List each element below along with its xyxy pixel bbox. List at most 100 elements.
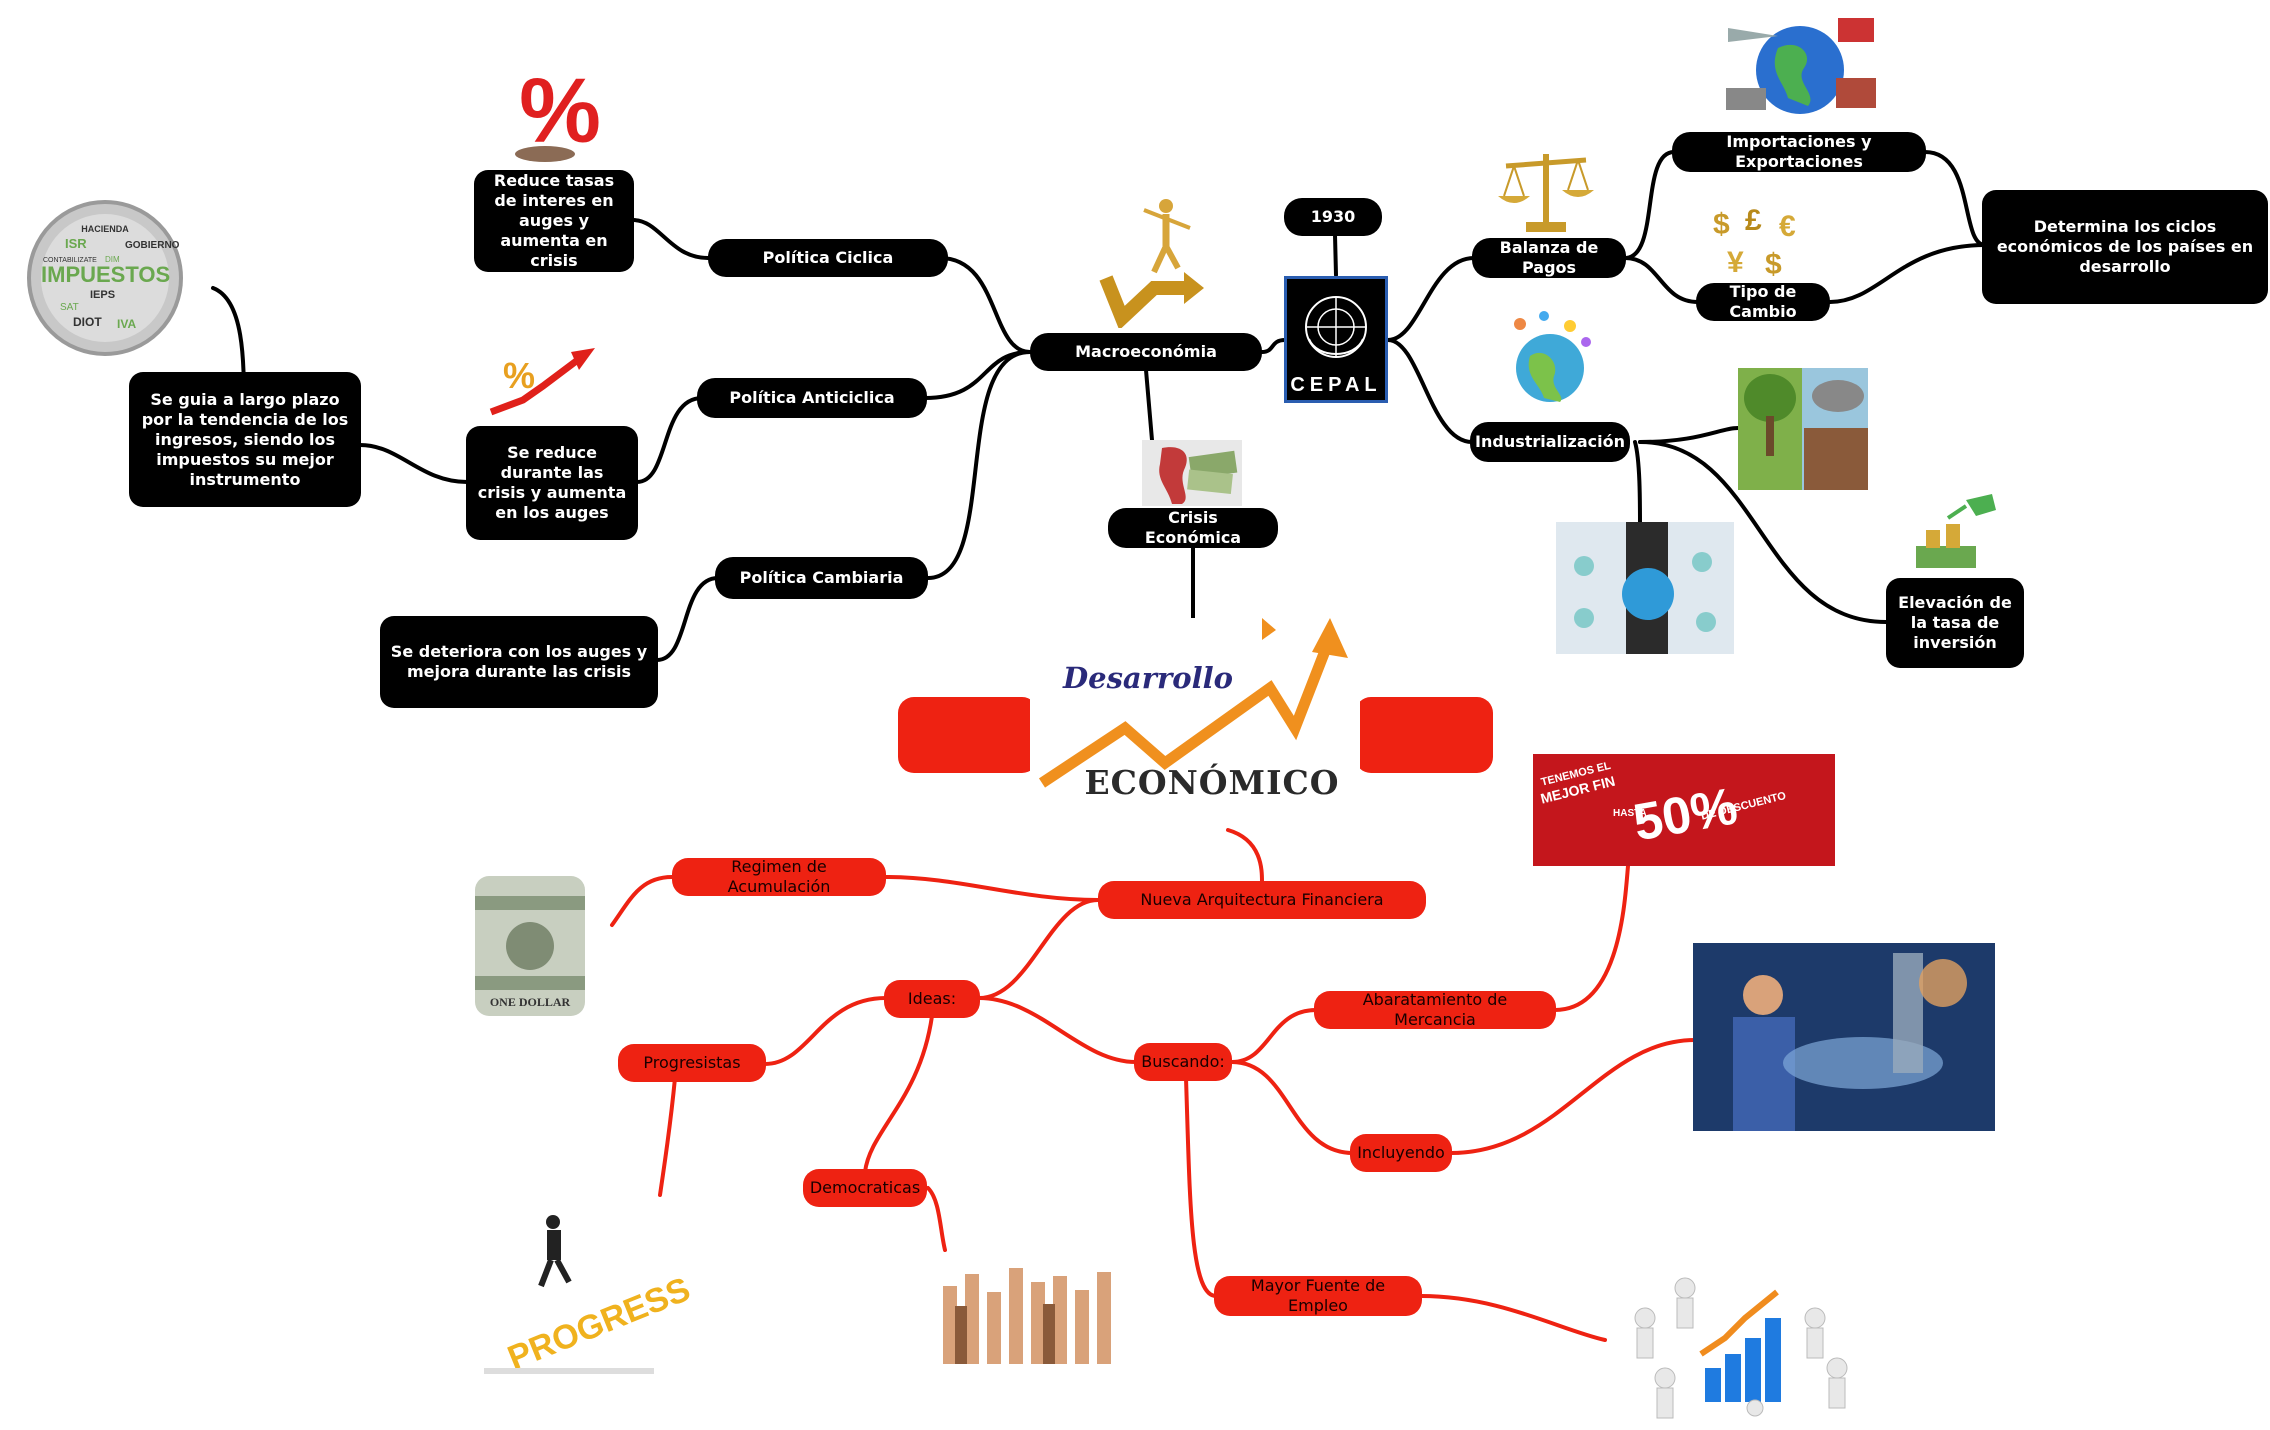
link-abarat-discount: [1553, 864, 1630, 1012]
node-mayor-fuente[interactable]: Mayor Fuente de Empleo: [1214, 1276, 1422, 1316]
node-crisis[interactable]: Crisis Económica: [1108, 508, 1278, 548]
link-industria-tech: [1633, 440, 1642, 529]
link-ciclica-reduce: [631, 218, 710, 260]
node-balanza[interactable]: Balanza de Pagos: [1472, 238, 1626, 278]
node-industrializacion[interactable]: Industrialización: [1470, 422, 1630, 462]
center-bar-right: [1355, 697, 1493, 773]
svg-text:DIOT: DIOT: [73, 315, 102, 329]
globe-trade-image: [1718, 8, 1882, 126]
cepal-logo-text: CEPAL: [1290, 374, 1381, 396]
link-mayor-team: [1419, 1294, 1607, 1342]
svg-text:GOBIERNO: GOBIERNO: [125, 240, 180, 251]
link-macro-cambiaria: [926, 350, 1032, 580]
node-nueva-arquitectura[interactable]: Nueva Arquitectura Financiera: [1098, 881, 1426, 919]
dollar-roll-image: ONE DOLLAR: [447, 866, 612, 1028]
link-buscando-mayor: [1184, 1076, 1218, 1298]
link-buscando-abarat: [1230, 1008, 1318, 1064]
svg-text:IMPUESTOS: IMPUESTOS: [41, 262, 170, 287]
dollar-text: ONE DOLLAR: [490, 995, 571, 1009]
link-ideas-democraticas: [863, 1014, 934, 1174]
link-macro-cepal: [1260, 338, 1287, 354]
link-macro-anticiclica: [923, 350, 1032, 400]
crisis-map-image: [1142, 440, 1242, 506]
svg-text:DIM: DIM: [105, 255, 120, 264]
svg-text:IEPS: IEPS: [90, 289, 115, 301]
node-importaciones[interactable]: Importaciones y Exportaciones: [1672, 132, 1926, 172]
currency-symbols-icon: $ £ € ¥ $: [1705, 200, 1815, 280]
progress-image: PROGRESS: [479, 1196, 711, 1384]
link-nueva-regimen: [884, 875, 1100, 902]
link-cepal-industria: [1386, 338, 1474, 444]
node-politica-anticiclica[interactable]: Política Anticiclica: [697, 378, 927, 418]
link-nueva-ideas: [977, 898, 1100, 1000]
node-macroeconomia[interactable]: Macroeconómia: [1030, 333, 1262, 371]
node-year[interactable]: 1930: [1284, 198, 1382, 236]
svg-text:¥: ¥: [1727, 246, 1744, 279]
node-democraticas[interactable]: Democraticas: [803, 1169, 927, 1207]
tax-cloud-image: HACIENDA ISR GOBIERNO CONTABILIZATE DIM …: [5, 198, 210, 358]
link-cepal-year: [1333, 233, 1338, 277]
tech-globe-image: [1556, 522, 1734, 654]
svg-text:%: %: [503, 355, 535, 396]
node-politica-ciclica[interactable]: Política Ciclica: [708, 239, 948, 277]
technician-image: [1693, 943, 1995, 1131]
percent-arrow-icon: %: [483, 342, 601, 426]
percent-icon: %: [500, 58, 618, 166]
node-buscando[interactable]: Buscando:: [1134, 1043, 1232, 1081]
discount-banner-image: TENEMOS EL MEJOR FIN HASTA 50% DE DESCUE…: [1533, 754, 1835, 866]
svg-text:PROGRESS: PROGRESS: [503, 1270, 696, 1377]
node-se-reduce[interactable]: Se reduce durante las crisis y aumenta e…: [466, 426, 638, 540]
node-se-deteriora[interactable]: Se deteriora con los auges y mejora dura…: [380, 616, 658, 708]
scales-icon: [1496, 140, 1596, 236]
link-progresistas-progress: [658, 1076, 677, 1197]
link-import-determina: [1923, 150, 1987, 247]
link-anticiclica-sereduce: [635, 396, 704, 484]
link-buscando-incluyendo: [1230, 1060, 1355, 1155]
link-cepal-balanza: [1386, 256, 1476, 342]
garden-factory-image: [1738, 368, 1868, 490]
svg-text:$: $: [1765, 248, 1782, 280]
cepal-logo[interactable]: CEPAL: [1284, 276, 1388, 403]
link-incluyendo-tech: [1449, 1038, 1697, 1155]
link-ideas-progresistas: [763, 996, 888, 1066]
center-bar-left: [898, 697, 1038, 773]
center-topic[interactable]: [1030, 618, 1360, 826]
link-balanza-tipo: [1623, 256, 1700, 304]
svg-text:ISR: ISR: [65, 236, 87, 251]
link-macro-ciclica: [938, 256, 1032, 354]
node-ideas[interactable]: Ideas:: [884, 980, 980, 1018]
link-sereduce-seguia: [358, 443, 469, 484]
node-abaratamiento[interactable]: Abaratamiento de Mercancia: [1314, 990, 1556, 1029]
svg-text:€: €: [1779, 210, 1796, 243]
node-determina[interactable]: Determina los ciclos económicos de los p…: [1982, 190, 2268, 304]
raised-hands-image: [935, 1246, 1130, 1364]
industry-globe-icon: [1500, 306, 1600, 418]
node-reduce-tasas[interactable]: Reduce tasas de interes en auges y aumen…: [474, 170, 634, 272]
node-progresistas[interactable]: Progresistas: [618, 1044, 766, 1082]
link-industria-garden: [1638, 426, 1740, 444]
team-chart-image: [1605, 1258, 1865, 1430]
center-title-word1: Desarrollo: [1063, 660, 1233, 695]
center-title-word2: ECONÓMICO: [1084, 763, 1340, 803]
svg-text:%: %: [519, 60, 601, 162]
node-regimen[interactable]: Regimen de Acumulación: [672, 857, 886, 896]
node-elevacion[interactable]: Elevación de la tasa de inversión: [1886, 578, 2024, 668]
link-macro-crisis: [1144, 368, 1154, 442]
node-politica-cambiaria[interactable]: Política Cambiaria: [715, 557, 928, 599]
link-democraticas-hands: [926, 1186, 947, 1252]
link-center-nueva: [1226, 828, 1264, 884]
climbing-arrow-icon: [1094, 188, 1212, 328]
node-incluyendo[interactable]: Incluyendo: [1350, 1134, 1452, 1172]
money-growth-icon: [1896, 490, 2006, 574]
svg-text:$: $: [1713, 208, 1730, 241]
link-regimen-dollar: [610, 875, 674, 927]
node-se-guia[interactable]: Se guia a largo plazo por la tendencia d…: [129, 372, 361, 507]
link-balanza-import: [1623, 150, 1676, 260]
svg-text:SAT: SAT: [60, 302, 79, 313]
svg-text:CONTABILIZATE: CONTABILIZATE: [43, 257, 97, 264]
svg-text:HACIENDA: HACIENDA: [81, 224, 129, 234]
link-cambiaria-deteriora: [655, 576, 720, 662]
node-tipo-cambio[interactable]: Tipo de Cambio: [1696, 282, 1830, 321]
svg-text:HASTA: HASTA: [1613, 808, 1647, 819]
